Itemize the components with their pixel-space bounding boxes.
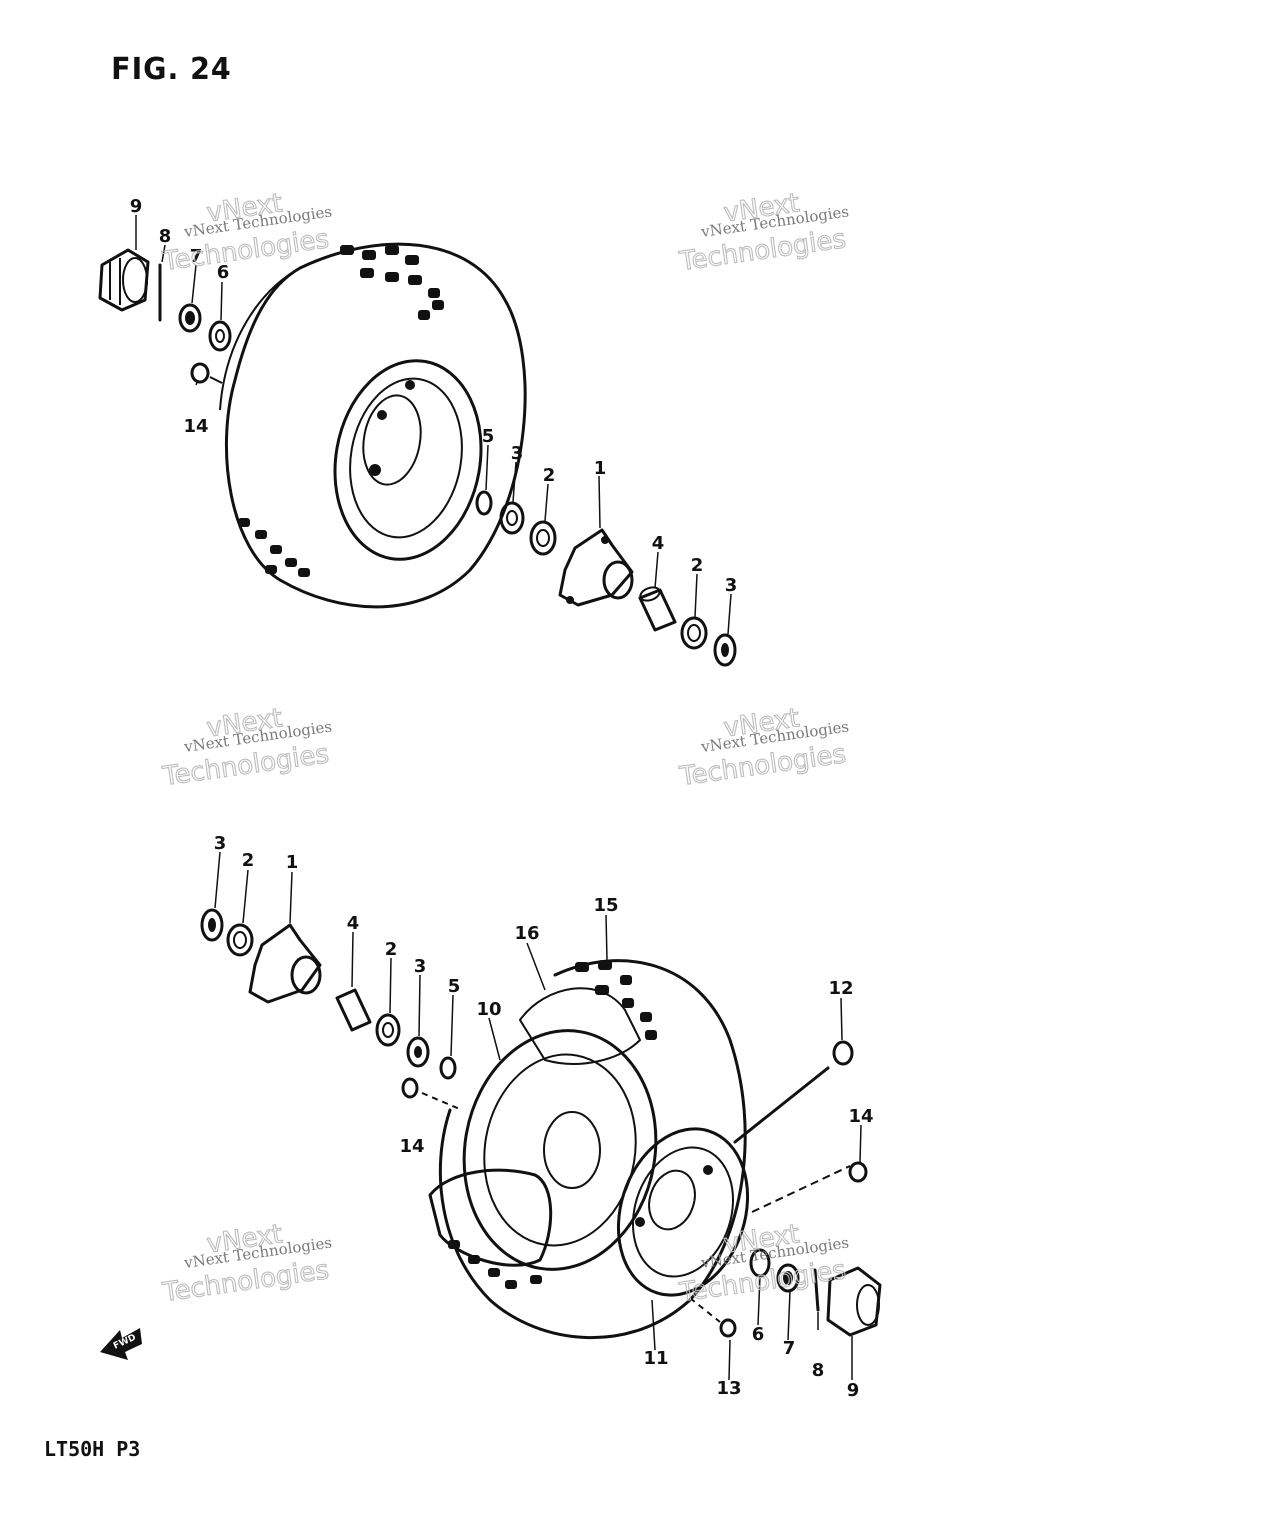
- front-cap-nut: [98, 248, 150, 312]
- front-callout-8: 8: [159, 226, 172, 247]
- rear-callout-11: 11: [643, 1348, 668, 1369]
- front-bearing-outer: [680, 616, 708, 650]
- rear-callout-13: 13: [716, 1378, 741, 1399]
- rear-nut-14-right: [848, 1161, 868, 1183]
- front-callout-4: 4: [652, 533, 665, 554]
- watermark-2: vNext vNext Technologies Technologies: [677, 188, 850, 278]
- front-callout-3: 3: [725, 575, 738, 596]
- front-callout-7: 7: [190, 246, 203, 267]
- rear-callout-15: 15: [593, 895, 618, 916]
- figure-title: FIG. 24: [111, 52, 232, 87]
- rear-callout-8: 8: [812, 1360, 825, 1381]
- rear-spacer: [439, 1056, 457, 1080]
- rear-outer-rim: [616, 1127, 750, 1297]
- rear-callout-14: 14: [399, 1136, 424, 1157]
- front-callout-9: 9: [130, 196, 143, 217]
- front-callout-14: 14: [183, 416, 208, 437]
- watermark-3: vNext vNext Technologies Technologies: [160, 703, 333, 793]
- rear-oil-seal-right: [406, 1036, 430, 1068]
- rear-lug-nut-left: [401, 1077, 419, 1099]
- watermark-5: vNext vNext Technologies Technologies: [160, 1219, 333, 1309]
- rear-callout-16: 16: [514, 923, 539, 944]
- rear-callout-6: 6: [752, 1324, 765, 1345]
- front-bearing-inner: [529, 520, 557, 556]
- model-code: LT50H P3: [44, 1437, 141, 1461]
- front-oil-seal-inner: [499, 501, 525, 535]
- front-callout-5: 5: [482, 426, 495, 447]
- watermark-4: vNext vNext Technologies Technologies: [677, 703, 850, 793]
- rear-inner-rim: [462, 1029, 658, 1271]
- rear-callout-12: 12: [828, 978, 853, 999]
- rear-stud-bolt: [733, 1066, 830, 1144]
- front-tire: [219, 242, 527, 609]
- leader-lines: [135, 215, 862, 1381]
- rear-castle-nut: [776, 1263, 800, 1293]
- front-wheel-assembly: [98, 242, 737, 667]
- front-callout-2: 2: [543, 465, 556, 486]
- rear-oil-seal-left: [200, 908, 224, 942]
- rear-bearing-right: [375, 1013, 401, 1047]
- front-rim: [333, 359, 483, 561]
- rear-callout-2: 2: [385, 939, 398, 960]
- rear-hub: [248, 923, 322, 1004]
- front-spacer: [475, 490, 493, 516]
- rear-axle-collar: [335, 988, 372, 1032]
- front-axle-collar: [638, 586, 677, 632]
- rear-callout-7: 7: [783, 1338, 796, 1359]
- rear-wheel-assembly: [200, 908, 882, 1339]
- rear-bearing-left: [226, 923, 254, 957]
- front-callout-2: 2: [691, 555, 704, 576]
- front-castle-nut: [178, 303, 202, 333]
- front-hub: [558, 528, 634, 607]
- rear-callout-14: 14: [848, 1106, 873, 1127]
- rear-tire: [428, 959, 747, 1339]
- rear-callout-1: 1: [286, 852, 299, 873]
- rear-callout-5: 5: [448, 976, 461, 997]
- rear-nut-12: [832, 1040, 854, 1066]
- rear-callout-3: 3: [214, 833, 227, 854]
- rear-cotter-pin: [813, 1268, 820, 1312]
- rear-callout-10: 10: [476, 999, 501, 1020]
- rear-callout-3: 3: [414, 956, 427, 977]
- front-lug-nut: [190, 362, 210, 384]
- watermark-6: vNext vNext Technologies Technologies: [677, 1219, 850, 1309]
- rear-cap-nut: [826, 1266, 882, 1337]
- rear-valve: [719, 1318, 737, 1338]
- front-callout-6: 6: [217, 262, 230, 283]
- front-washer: [208, 320, 232, 352]
- rear-callout-4: 4: [347, 913, 360, 934]
- rear-callout-9: 9: [847, 1380, 860, 1401]
- fwd-arrow-icon: FWD: [100, 1328, 142, 1360]
- rear-callout-2: 2: [242, 850, 255, 871]
- front-callout-1: 1: [594, 458, 607, 479]
- front-callout-3: 3: [511, 443, 524, 464]
- front-oil-seal-outer: [713, 633, 737, 667]
- watermarks: vNext vNext Technologies Technologies vN…: [160, 188, 850, 1309]
